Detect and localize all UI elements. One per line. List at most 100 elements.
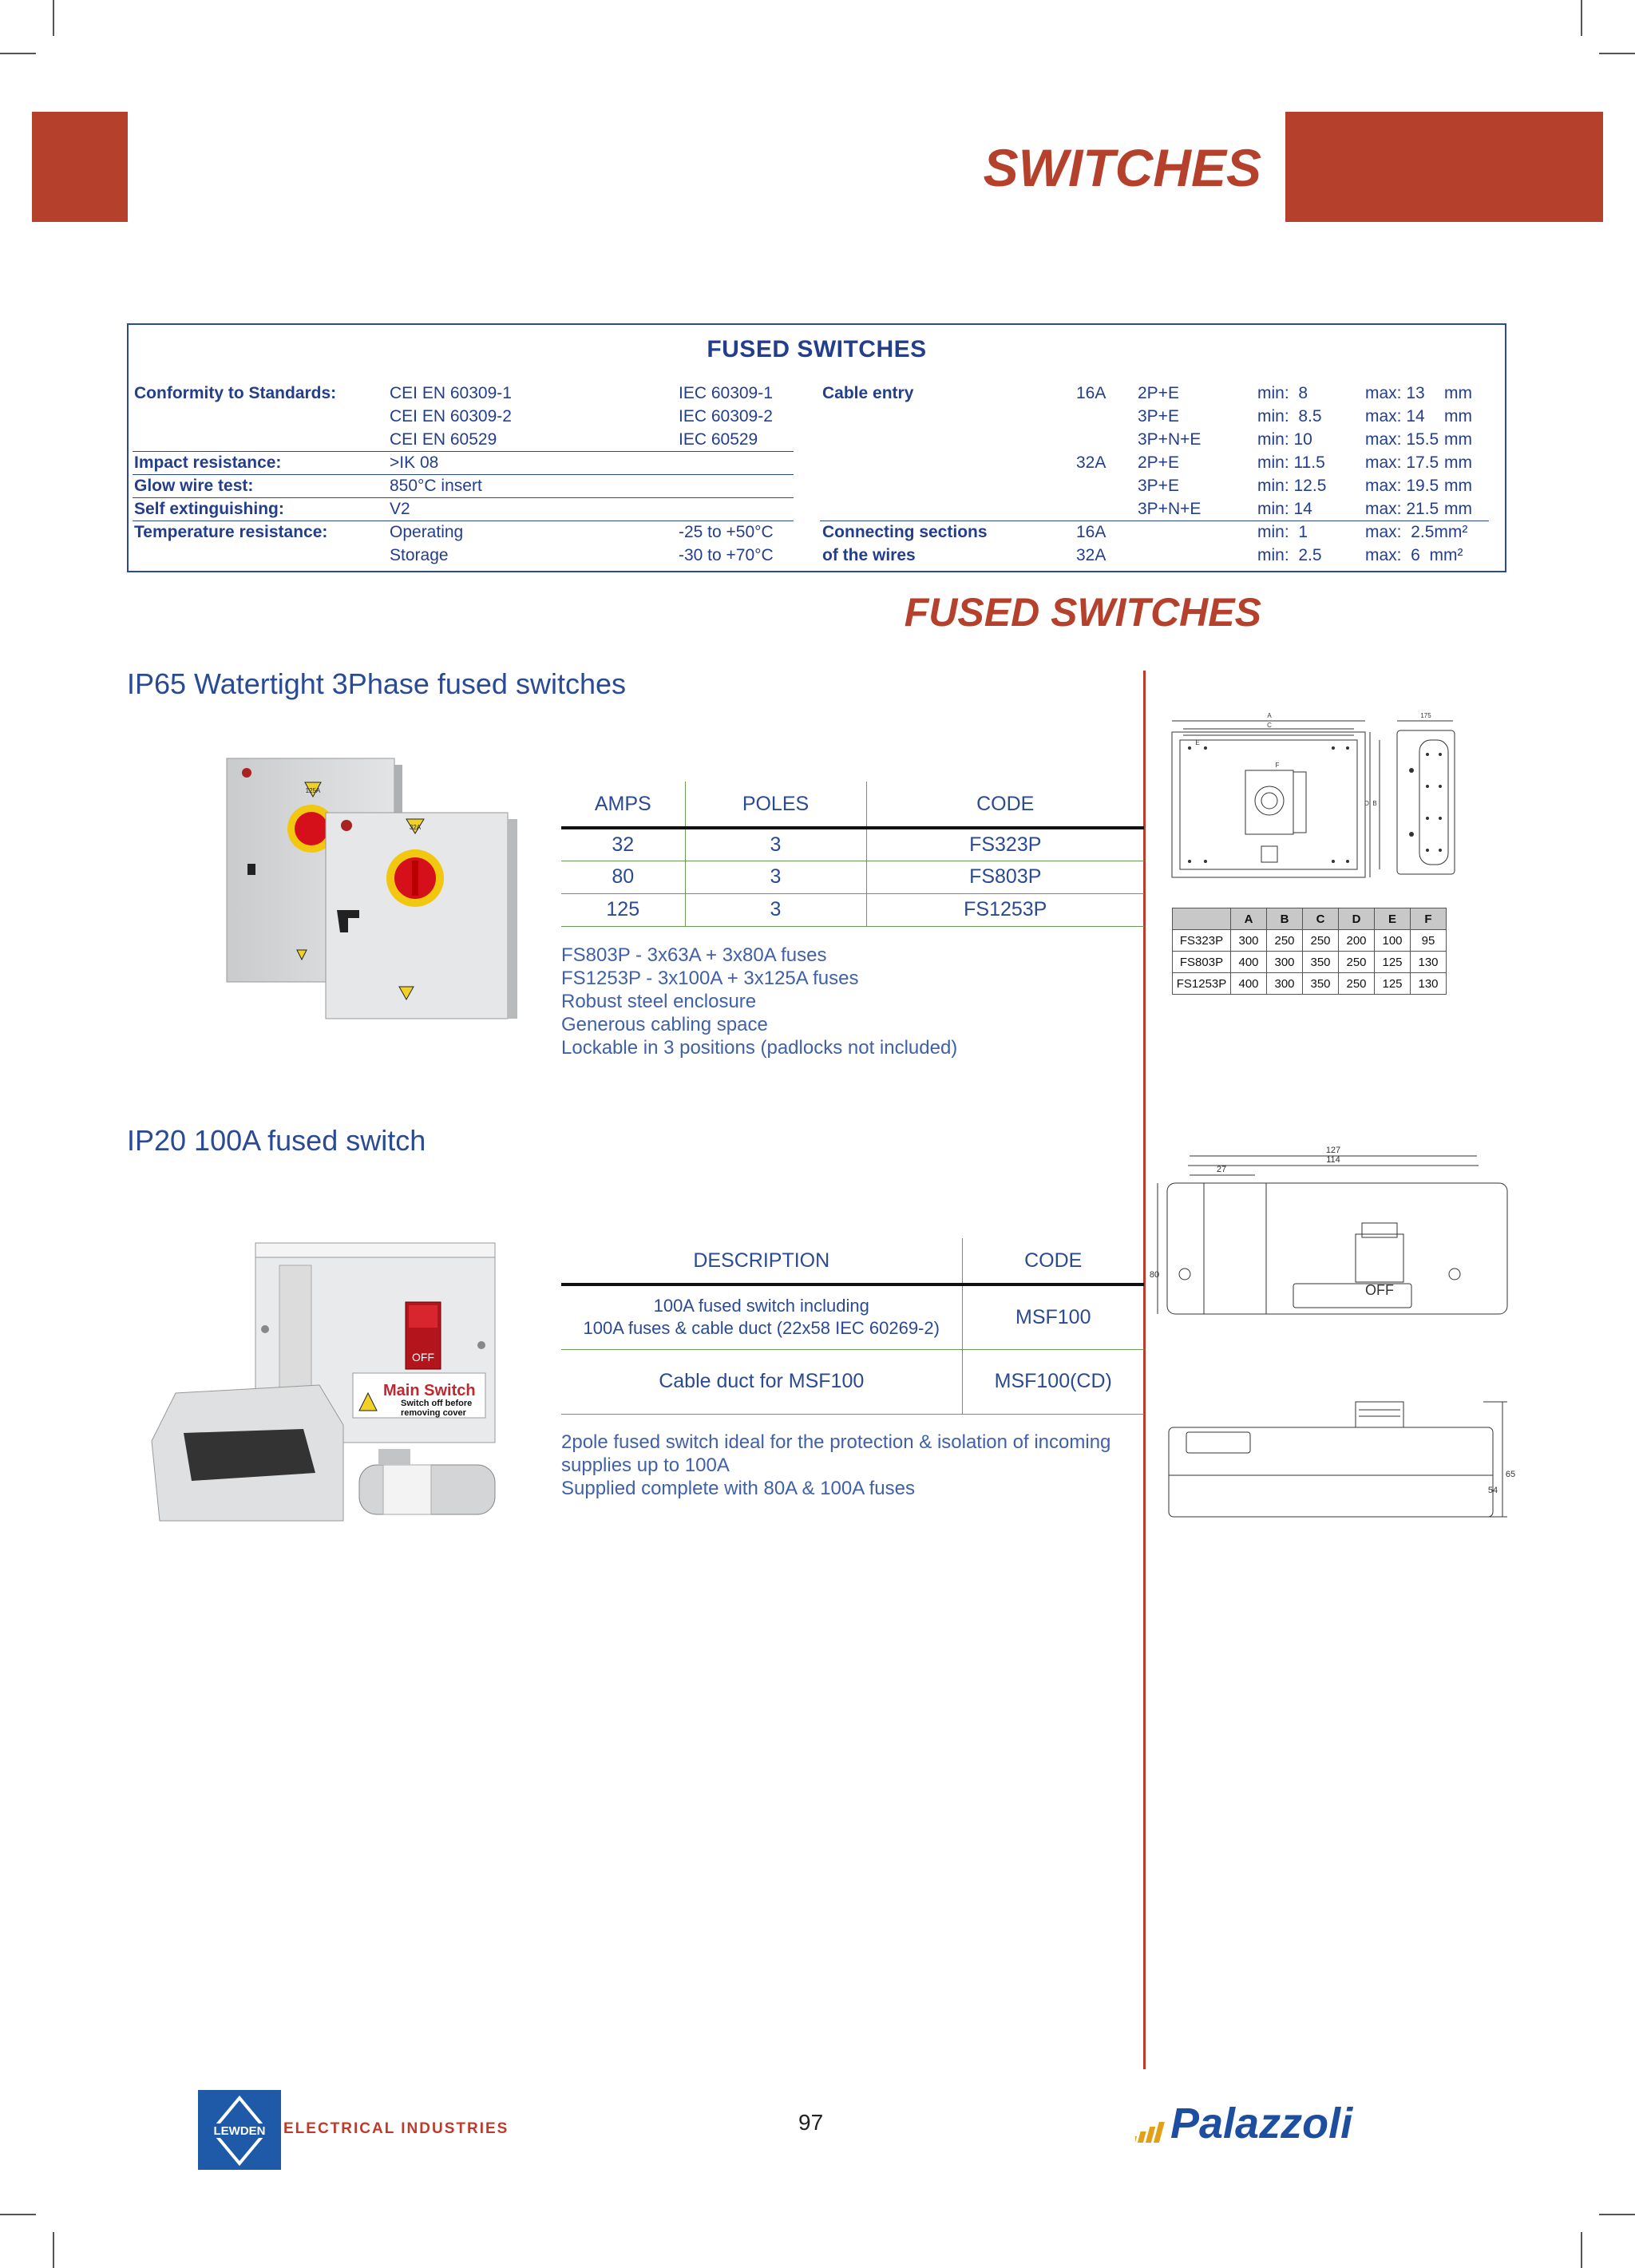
table-cell: FS323P	[865, 828, 1144, 861]
temp-operating-value: -25 to +50°C	[679, 523, 774, 541]
cable-entry-cell: 2P+E	[1138, 384, 1179, 402]
spec-box: FUSED SWITCHES Conformity to Standards: …	[127, 323, 1506, 572]
self-ext-label: Self extinguishing:	[134, 500, 284, 518]
dim-header-cell	[1172, 908, 1231, 930]
dim-cell: 130	[1410, 951, 1447, 973]
dim-cell: 95	[1410, 929, 1447, 952]
crop-mark	[53, 0, 54, 36]
dim-54: 54	[1488, 1486, 1498, 1495]
note-line: Lockable in 3 positions (padlocks not in…	[561, 1037, 958, 1059]
dim-cell: 350	[1302, 972, 1339, 995]
dim-cell: 400	[1230, 972, 1267, 995]
dim-cell: 100	[1374, 929, 1411, 952]
column-divider	[1143, 671, 1146, 2069]
dim-header-cell: E	[1374, 908, 1411, 930]
cable-entry-cell: mm	[1444, 384, 1472, 402]
conformity-label: Conformity to Standards:	[134, 384, 337, 402]
cable-entry-cell: min: 8.5	[1257, 407, 1322, 425]
dim-27: 27	[1217, 1165, 1226, 1174]
note-line: FS1253P - 3x100A + 3x125A fuses	[561, 968, 859, 989]
dim-header-cell: D	[1338, 908, 1375, 930]
page-number: 97	[798, 2110, 824, 2135]
note-line: Supplied complete with 80A & 100A fuses	[561, 1478, 915, 1499]
connecting-32a-min: min: 2.5	[1257, 546, 1322, 564]
table-cell: 3	[684, 828, 866, 861]
note-line: Generous cabling space	[561, 1014, 768, 1035]
connecting-label-1: Connecting sections	[822, 523, 988, 541]
ip20-row-2-desc: Cable duct for MSF100	[561, 1349, 962, 1415]
col-description: DESCRIPTION	[561, 1238, 962, 1286]
standard-iec-3: IEC 60529	[679, 430, 758, 449]
photo-label-125a: 125A	[306, 787, 321, 794]
cable-entry-cell: 3P+E	[1138, 407, 1179, 425]
dim-header-cell: B	[1266, 908, 1303, 930]
ip20-row-1-desc-line-2: 100A fuses & cable duct (22x58 IEC 60269…	[583, 1318, 940, 1339]
dim-cell: FS323P	[1172, 929, 1231, 952]
cable-entry-cell: 3P+N+E	[1138, 500, 1202, 518]
temp-storage-label: Storage	[390, 546, 449, 564]
standard-cei-1: CEI EN 60309-1	[390, 384, 512, 402]
photo-label-32a: 32A	[410, 824, 422, 831]
photo-sub-1: Switch off before	[401, 1399, 472, 1408]
dim-letter-d: D	[1364, 800, 1369, 807]
lewden-text: ELECTRICAL INDUSTRIES	[283, 2120, 509, 2137]
col-amps: AMPS	[561, 782, 685, 829]
glow-wire-label: Glow wire test:	[134, 477, 254, 495]
dim-cell: 300	[1266, 951, 1303, 973]
connecting-label-2: of the wires	[822, 546, 916, 564]
temp-operating-label: Operating	[390, 523, 464, 541]
crop-mark	[53, 2232, 54, 2268]
impact-value: >IK 08	[390, 453, 439, 472]
note-line: FS803P - 3x63A + 3x80A fuses	[561, 944, 827, 966]
divider	[820, 520, 1489, 521]
lewden-logo: LEWDEN	[198, 2090, 281, 2170]
connecting-16a-min: min: 1	[1257, 523, 1308, 541]
dim-letter-a: A	[1267, 712, 1272, 719]
dim-header-cell: C	[1302, 908, 1339, 930]
dim-header-cell: A	[1230, 908, 1267, 930]
cable-entry-cell: max: 14	[1365, 407, 1425, 425]
note-line: supplies up to 100A	[561, 1455, 730, 1476]
crop-mark	[1581, 0, 1582, 36]
col-code: CODE	[865, 782, 1144, 829]
temp-storage-value: -30 to +70°C	[679, 546, 774, 564]
cable-entry-cell: min: 14	[1257, 500, 1312, 518]
header-red-block-right	[1285, 112, 1603, 222]
table-cell: 3	[684, 893, 866, 927]
palazzoli-bars-icon	[1135, 2122, 1165, 2143]
dim-175: 175	[1420, 712, 1431, 719]
dim-65: 65	[1506, 1470, 1515, 1479]
connecting-16a: 16A	[1076, 523, 1106, 541]
dim-letter-e: E	[1195, 739, 1199, 746]
dim-cell: 400	[1230, 951, 1267, 973]
crop-mark	[1599, 53, 1635, 54]
spec-title: FUSED SWITCHES	[707, 336, 927, 362]
note-line: 2pole fused switch ideal for the protect…	[561, 1431, 1111, 1453]
cable-entry-cell: max: 19.5	[1365, 477, 1439, 495]
dim-127: 127	[1326, 1146, 1340, 1155]
dim-cell: FS1253P	[1172, 972, 1231, 995]
ip65-technical-drawing: A C E F B D 175	[1171, 712, 1455, 878]
cable-entry-cell: min: 10	[1257, 430, 1312, 449]
dim-cell: 350	[1302, 951, 1339, 973]
table-cell: 3	[684, 861, 866, 894]
cable-entry-cell: max: 15.5	[1365, 430, 1439, 449]
dim-cell: 250	[1338, 972, 1375, 995]
ip20-row-1-code: MSF100	[961, 1284, 1144, 1350]
connecting-32a: 32A	[1076, 546, 1106, 564]
cable-entry-cell: 32A	[1076, 453, 1106, 472]
standard-iec-2: IEC 60309-2	[679, 407, 773, 425]
cable-entry-label: Cable entry	[822, 384, 914, 402]
temp-label: Temperature resistance:	[134, 523, 328, 541]
connecting-16a-max: max: 2.5mm²	[1365, 523, 1468, 541]
impact-label: Impact resistance:	[134, 453, 282, 472]
dim-cell: 250	[1338, 951, 1375, 973]
dim-cell: 200	[1338, 929, 1375, 952]
standard-cei-3: CEI EN 60529	[390, 430, 497, 449]
cable-entry-cell: max: 17.5	[1365, 453, 1439, 472]
